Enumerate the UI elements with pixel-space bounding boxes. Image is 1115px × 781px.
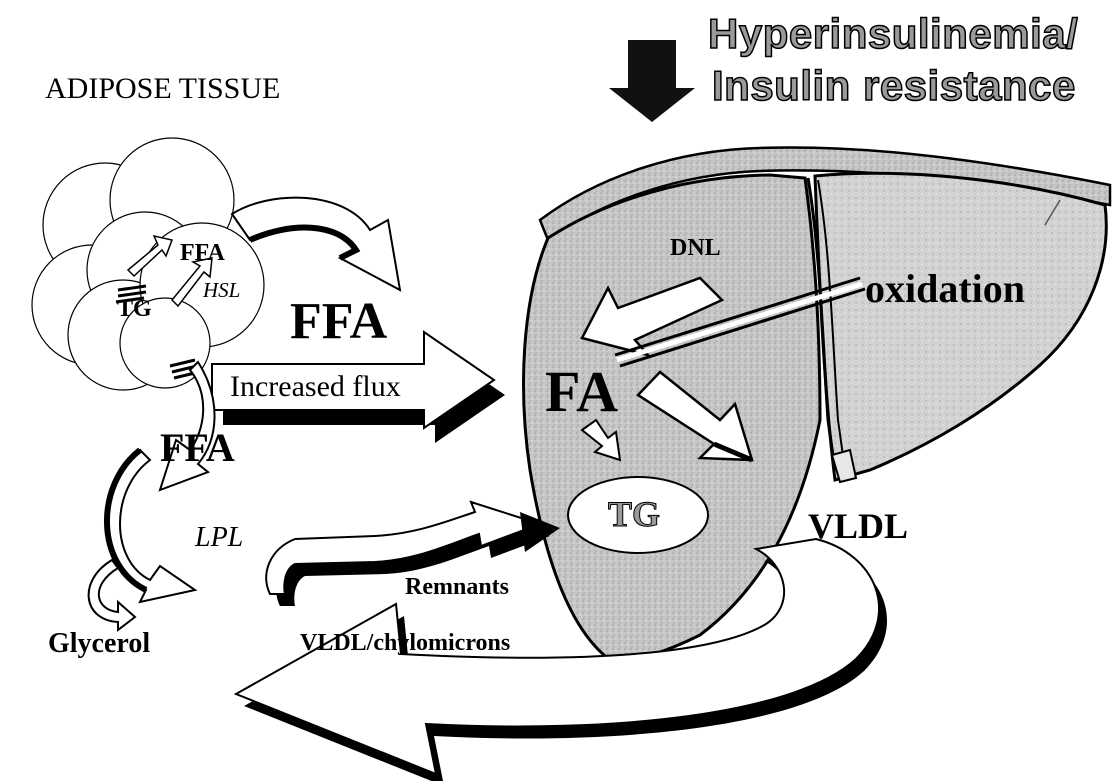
ffa-big-label: FFA [290, 292, 387, 351]
lpl-label: LPL [195, 522, 243, 554]
adipose-tissue-label: ADIPOSE TISSUE [45, 72, 280, 106]
glycerol-label: Glycerol [48, 628, 150, 660]
hsl-label: HSL [203, 278, 240, 303]
remnants-label: Remnants [405, 574, 509, 601]
fa-label: FA [545, 358, 618, 425]
ffa-lower-label: FFA [160, 424, 235, 471]
increased-flux-label: Increased flux [230, 370, 401, 404]
title-line-2: Insulin resistance [712, 62, 1076, 110]
vldl-chylomicrons-label: VLDL/chylomicrons [300, 630, 510, 657]
dnl-label: DNL [670, 235, 721, 262]
oxidation-label: oxidation [865, 265, 1025, 312]
vldl-label: VLDL [808, 505, 908, 547]
ffa-cell-label: FFA [180, 240, 225, 267]
tg-liver-label: TG [608, 493, 660, 535]
insulin-arrow [609, 40, 695, 122]
title-line-1: Hyperinsulinemia/ [708, 10, 1078, 58]
liver-right-lobe [815, 173, 1106, 480]
tg-cell-label: TG [117, 296, 152, 323]
